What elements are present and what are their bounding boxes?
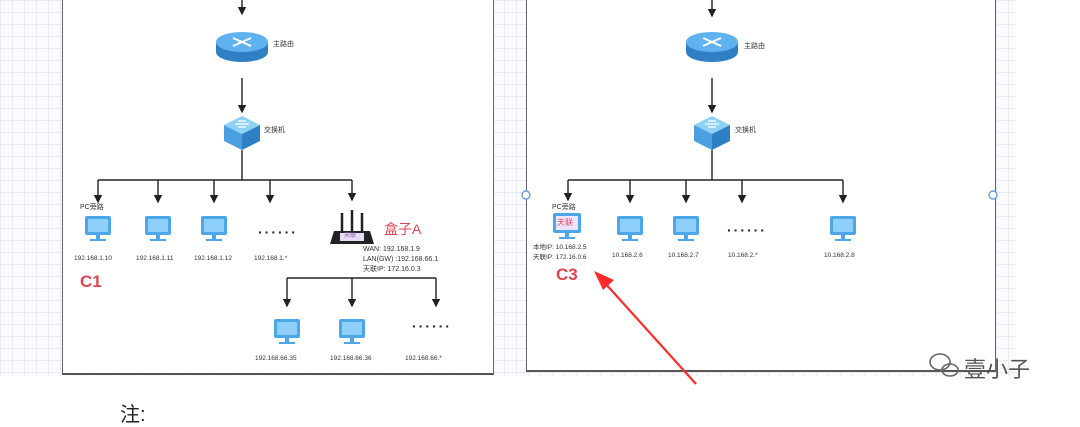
red-callout-arrow <box>594 271 697 385</box>
right-diagram-panel <box>526 0 996 372</box>
left-switch-label: 交换机 <box>264 127 285 134</box>
watermark: 壹小子 <box>926 352 1030 384</box>
note-text: 注: <box>120 404 146 426</box>
c3-label: C3 <box>556 265 578 284</box>
selection-handle[interactable] <box>988 190 998 200</box>
left-pc-ip: 192.168.1.10 <box>74 255 112 262</box>
left-pc-ip: 192.168.1.12 <box>194 255 232 262</box>
right-pc-icon <box>830 216 856 241</box>
right-links <box>563 0 848 204</box>
right-pc-ip: 10.168.2.6 <box>612 252 643 259</box>
right-pc-icon <box>673 216 699 241</box>
left-diagram-panel <box>62 0 494 375</box>
box-a-wan: WAN: 192.168.1.9 <box>363 246 420 253</box>
left-pc-bypass-label: PC旁路 <box>80 204 104 211</box>
left-pc-icon <box>201 216 227 241</box>
c3-local-ip: 本地IP: 10.168.2.5 <box>533 244 587 251</box>
left-switch-icon <box>223 115 261 151</box>
left-sub-pc-ip: 192.168.66.35 <box>255 355 297 362</box>
right-pc-ip: 10.168.2.8 <box>824 252 855 259</box>
box-a-lan: LAN(GW) :192.168.66.1 <box>363 256 439 263</box>
left-pc-icon <box>145 216 171 241</box>
left-pc-ellipsis: ······ <box>258 224 298 240</box>
left-main-router-icon <box>215 31 269 63</box>
right-pc-bypass-label: PC旁路 <box>552 204 576 211</box>
right-pc-badge: 天联 <box>557 218 573 227</box>
watermark-text: 壹小子 <box>964 357 1031 382</box>
right-pc-icon <box>617 216 643 241</box>
left-pc-ip: 192.168.1.* <box>254 255 288 262</box>
left-pc-ip: 192.168.1.11 <box>136 255 174 262</box>
left-router-label: 主路由 <box>273 41 294 48</box>
left-sub-pc-icon <box>339 319 365 344</box>
right-pc-ip: 10.168.2.7 <box>668 252 699 259</box>
box-a-badge: 天联 <box>344 233 357 239</box>
right-router-label: 主路由 <box>744 43 765 50</box>
right-pc-bypass-icon <box>553 213 581 239</box>
right-switch-icon <box>693 115 731 151</box>
left-pc-bypass-icon <box>85 216 111 241</box>
right-pc-ellipsis: ······ <box>727 222 767 238</box>
left-sub-pc-ip: 192.168.66.* <box>405 355 442 362</box>
left-sub-pc-ip: 192.168.66.36 <box>330 355 372 362</box>
box-a-router-icon <box>330 210 374 244</box>
box-a-title: 盒子A <box>384 221 422 237</box>
left-sub-ellipsis: ······ <box>412 318 452 334</box>
c3-tianlian-ip: 天联IP: 172.16.0.6 <box>533 254 587 261</box>
right-main-router-icon <box>685 31 739 63</box>
left-links <box>93 0 441 308</box>
box-a-tianlian-ip: 天联IP: 172.16.0.3 <box>363 266 421 273</box>
right-switch-label: 交换机 <box>735 127 756 134</box>
left-sub-pc-icon <box>274 319 300 344</box>
wechat-icon <box>929 353 959 377</box>
right-pc-ip: 10.168.2.* <box>728 252 758 259</box>
c1-label: C1 <box>80 272 102 291</box>
network-diagram <box>85 0 998 385</box>
selection-handle[interactable] <box>521 190 531 200</box>
